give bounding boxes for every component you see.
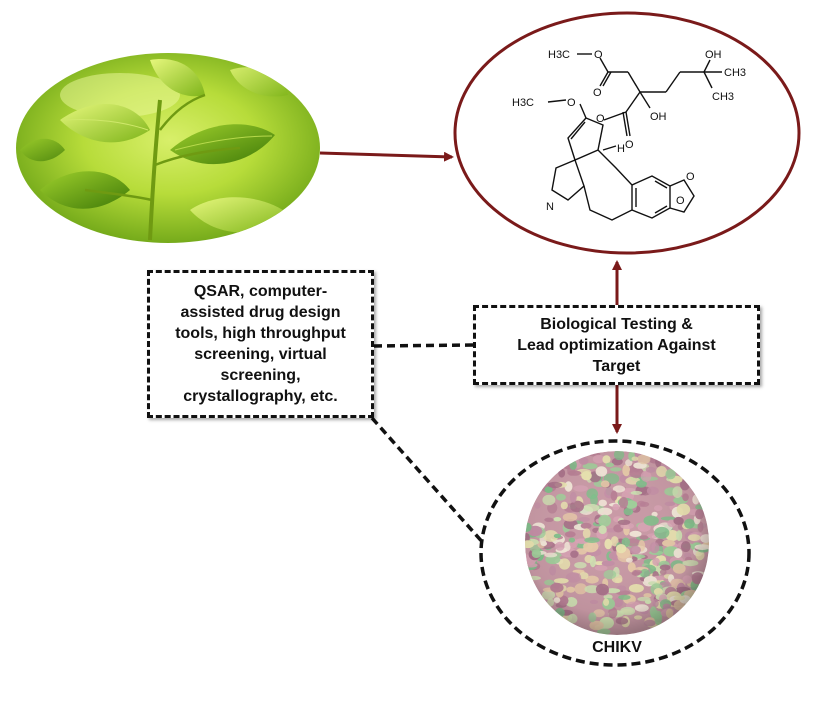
label-o-dioxole-top: O bbox=[686, 171, 695, 183]
label-h3c-top: H3C bbox=[548, 49, 570, 61]
methods-line: crystallography, etc. bbox=[183, 388, 338, 405]
label-ch3-right-bottom: CH3 bbox=[712, 91, 734, 103]
testing-line: Target bbox=[592, 357, 641, 375]
tea-leaf-illustration bbox=[16, 53, 320, 243]
homoharringtonine-structure: H3C O O OH CH3 CH3 OH H3C O O O H N O O bbox=[512, 49, 746, 221]
virus-label: CHIKV bbox=[592, 639, 642, 656]
label-o-carbonyl-mid: O bbox=[625, 139, 634, 151]
label-h: H bbox=[617, 143, 625, 155]
label-o-dioxole-bottom: O bbox=[676, 195, 685, 207]
arrow-leaf-to-molecule bbox=[319, 151, 454, 162]
label-o-ester-top: O bbox=[594, 49, 603, 61]
chikv-virus-capsid-illustration bbox=[525, 451, 709, 635]
methods-line: assisted drug design bbox=[180, 304, 341, 321]
methods-box: QSAR, computer- assisted drug design too… bbox=[147, 270, 374, 418]
testing-line: Lead optimization Against bbox=[517, 336, 716, 354]
label-o-ester-ring: O bbox=[596, 113, 605, 125]
label-oh-top: OH bbox=[705, 49, 722, 61]
methods-line: screening, virtual bbox=[194, 346, 327, 363]
testing-box: Biological Testing & Lead optimization A… bbox=[473, 305, 760, 385]
methods-line: screening, bbox=[220, 367, 301, 384]
label-ch3-right-top: CH3 bbox=[724, 67, 746, 79]
label-h3c-methoxy: H3C bbox=[512, 97, 534, 109]
methods-line: tools, high throughput bbox=[175, 325, 346, 342]
methods-line: QSAR, computer- bbox=[193, 283, 328, 300]
label-o-methoxy: O bbox=[567, 97, 576, 109]
label-o-carbonyl-top: O bbox=[593, 87, 602, 99]
testing-line: Biological Testing & bbox=[540, 315, 693, 333]
label-oh-center: OH bbox=[650, 111, 667, 123]
connector-methods-to-virus bbox=[370, 416, 487, 547]
connector-methods-to-testing bbox=[373, 343, 474, 348]
label-n: N bbox=[546, 201, 554, 213]
